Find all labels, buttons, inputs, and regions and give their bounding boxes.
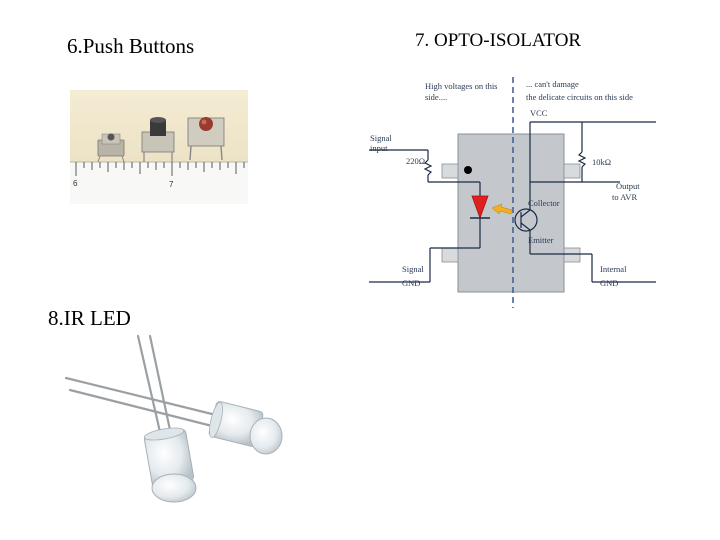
- internal-gnd-label: Internal: [600, 264, 627, 274]
- high-voltage-label-2: side....: [425, 92, 447, 102]
- push-buttons-photo: 6 7: [70, 90, 248, 204]
- cant-damage-label-2: the delicate circuits on this side: [526, 92, 633, 102]
- signal-gnd-label-2: GND: [402, 278, 420, 288]
- signal-input-label: Signal: [370, 133, 392, 143]
- r220-label: 220Ω: [406, 156, 425, 166]
- phototransistor: [514, 174, 538, 254]
- ir-led-photo: [64, 334, 283, 503]
- collector-label: Collector: [528, 198, 560, 208]
- ir-led-left: [143, 427, 197, 503]
- ir-led-heading: 8.IR LED: [48, 306, 131, 330]
- cant-damage-label: ... can't damage: [526, 79, 579, 89]
- small-push-button: [97, 133, 125, 163]
- large-push-button: [187, 117, 225, 161]
- light-arrow: [491, 203, 513, 215]
- high-voltage-label: High voltages on this: [425, 81, 497, 91]
- opto-isolator-heading: 7. OPTO-ISOLATOR: [415, 30, 582, 51]
- signal-gnd-label: Signal: [402, 264, 424, 274]
- output-label-2: to AVR: [612, 192, 637, 202]
- ir-led-right: [208, 401, 283, 455]
- internal-gnd-label-2: GND: [600, 278, 618, 288]
- ruler: 6 7: [70, 161, 248, 204]
- medium-push-button: [141, 117, 175, 162]
- pin1-dot: [464, 166, 472, 174]
- emitter-label: Emitter: [528, 235, 554, 245]
- opto-isolator-diagram: High voltages on this side.... ... can't…: [369, 77, 656, 308]
- signal-input-label-2: input: [370, 143, 388, 153]
- ruler-mark-6: 6: [73, 179, 78, 188]
- vcc-label: VCC: [530, 108, 548, 118]
- ruler-mark-7: 7: [169, 180, 174, 189]
- output-label: Output: [616, 181, 640, 191]
- led-diode: [470, 195, 490, 220]
- r10k-label: 10kΩ: [592, 157, 611, 167]
- push-buttons-heading: 6.Push Buttons: [67, 34, 195, 58]
- led-leads: [64, 334, 222, 434]
